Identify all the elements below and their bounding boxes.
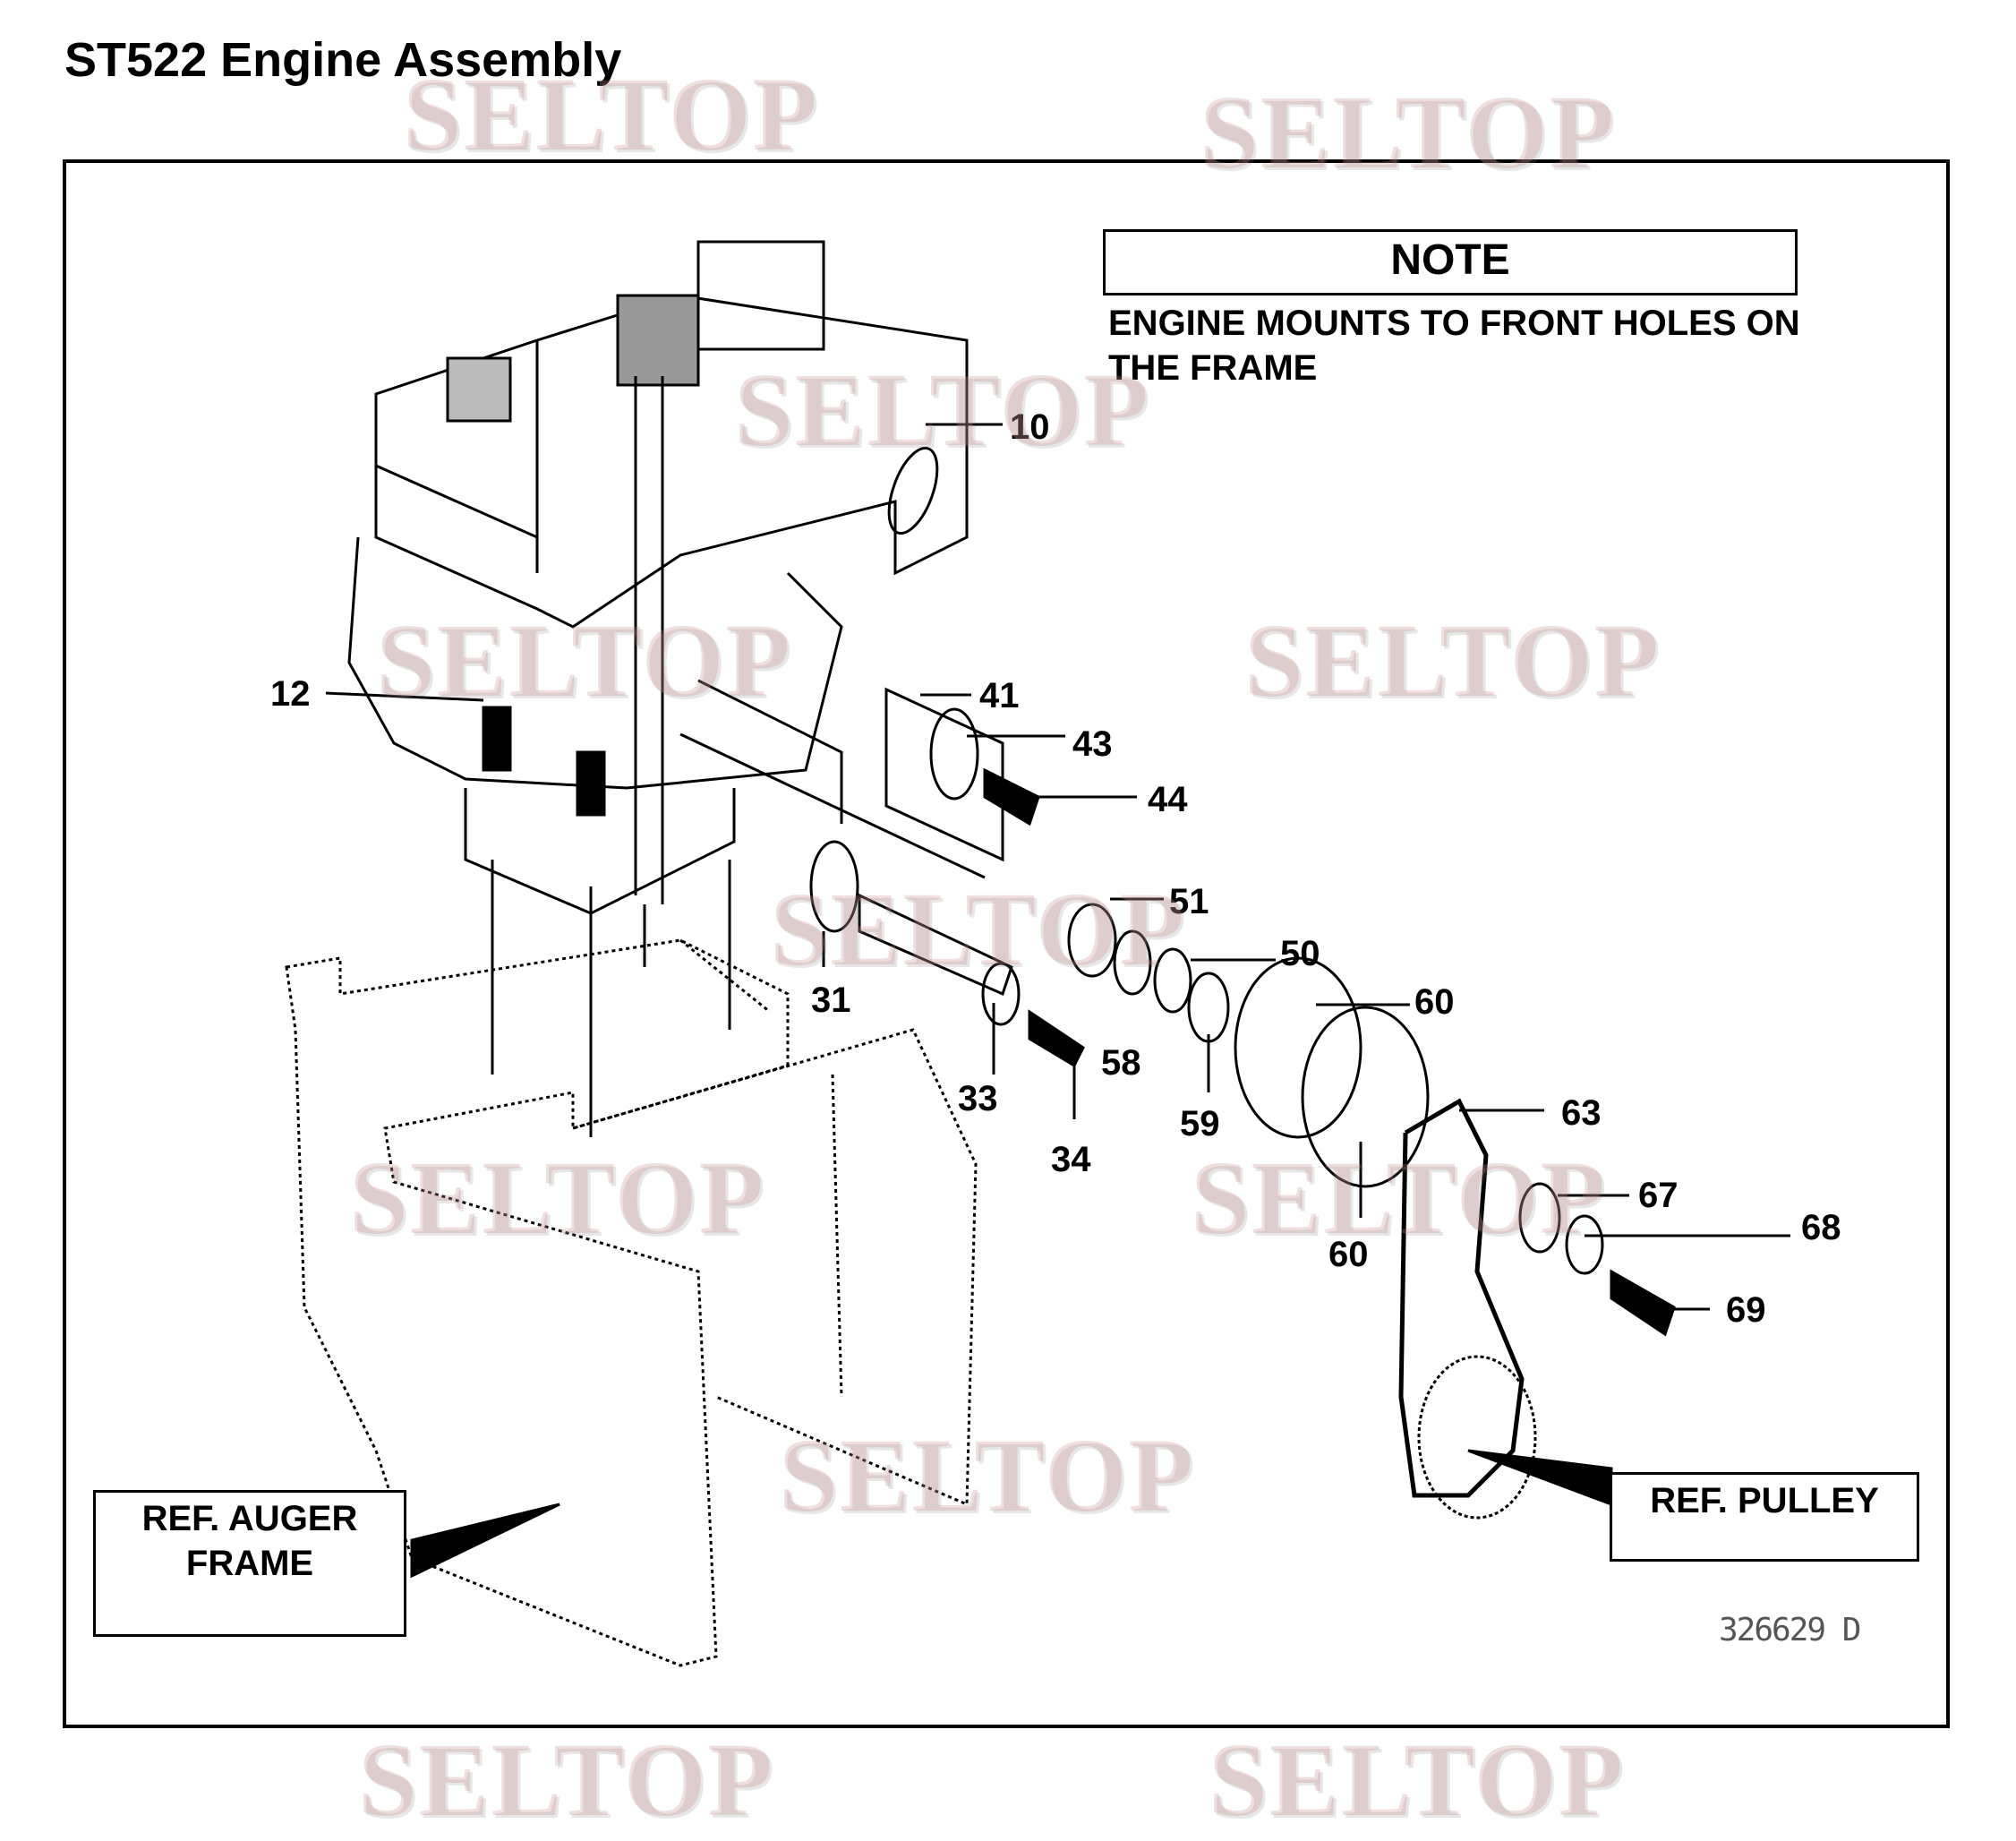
callout-41: 41	[979, 676, 1020, 715]
note-heading-box: NOTE	[1103, 229, 1798, 295]
callout-50: 50	[1280, 934, 1320, 973]
engine-assembly-drawing: 10 12 41 43 44 51 50 31 60 33 58 34 59 6…	[270, 240, 1841, 1667]
note-heading: NOTE	[1390, 236, 1510, 284]
callout-60-bottom: 60	[1328, 1235, 1369, 1274]
callout-12: 12	[270, 674, 311, 714]
callout-labels: 10 12 41 43 44 51 50 31 60 33 58 34 59 6…	[270, 407, 1841, 1330]
callout-31: 31	[811, 980, 851, 1020]
auger-frame-illustration	[285, 938, 978, 1667]
callout-69: 69	[1726, 1290, 1766, 1330]
callout-67: 67	[1638, 1176, 1679, 1215]
diagram-frame	[63, 159, 1950, 1728]
note-text: ENGINE MOUNTS TO FRONT HOLES ON THE FRAM…	[1108, 304, 1800, 388]
callout-59: 59	[1180, 1104, 1220, 1143]
callout-51: 51	[1169, 882, 1209, 921]
callout-63: 63	[1561, 1093, 1602, 1133]
ref-pulley-box: REF. PULLEY	[1610, 1472, 1919, 1562]
ref-pulley-label: REF. PULLEY	[1650, 1481, 1879, 1520]
ref-auger-frame-label: REF. AUGER FRAME	[141, 1499, 358, 1583]
ref-auger-frame-box: REF. AUGER FRAME	[93, 1490, 406, 1637]
document-number: 326629 D	[1719, 1612, 1861, 1648]
callout-58: 58	[1101, 1043, 1141, 1083]
callout-10: 10	[1010, 407, 1050, 447]
callout-44: 44	[1148, 780, 1188, 819]
diagram-page: ST522 Engine Assembly	[63, 33, 1950, 1838]
callout-60-top: 60	[1414, 982, 1455, 1022]
page-title: ST522 Engine Assembly	[64, 33, 622, 87]
callout-43: 43	[1072, 724, 1113, 764]
callout-33: 33	[958, 1079, 998, 1118]
callout-68: 68	[1801, 1208, 1841, 1247]
engine-illustration	[347, 240, 986, 915]
callout-34: 34	[1051, 1140, 1091, 1179]
